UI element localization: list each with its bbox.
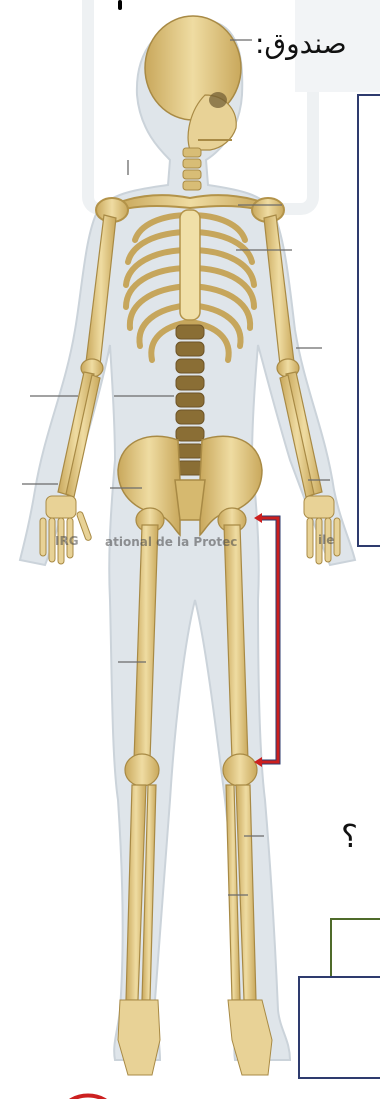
arrow-head-icon bbox=[254, 513, 262, 523]
watermark-middle: ational de la Protec bbox=[105, 535, 237, 549]
watermark-left: IRG bbox=[55, 534, 79, 548]
spine bbox=[176, 325, 204, 475]
sternum bbox=[180, 210, 200, 320]
arrow-head-icon bbox=[254, 757, 262, 767]
watermark-right: ile bbox=[318, 533, 334, 547]
left-foot bbox=[118, 1000, 160, 1075]
bottom-circle-mark bbox=[58, 1082, 118, 1099]
femur-bracket bbox=[254, 512, 288, 768]
answer-box-large[interactable] bbox=[357, 94, 380, 547]
answer-box-navy[interactable] bbox=[298, 976, 380, 1079]
question-mark: ؟ bbox=[341, 818, 358, 854]
instruction-label: صندوق: bbox=[255, 26, 380, 62]
